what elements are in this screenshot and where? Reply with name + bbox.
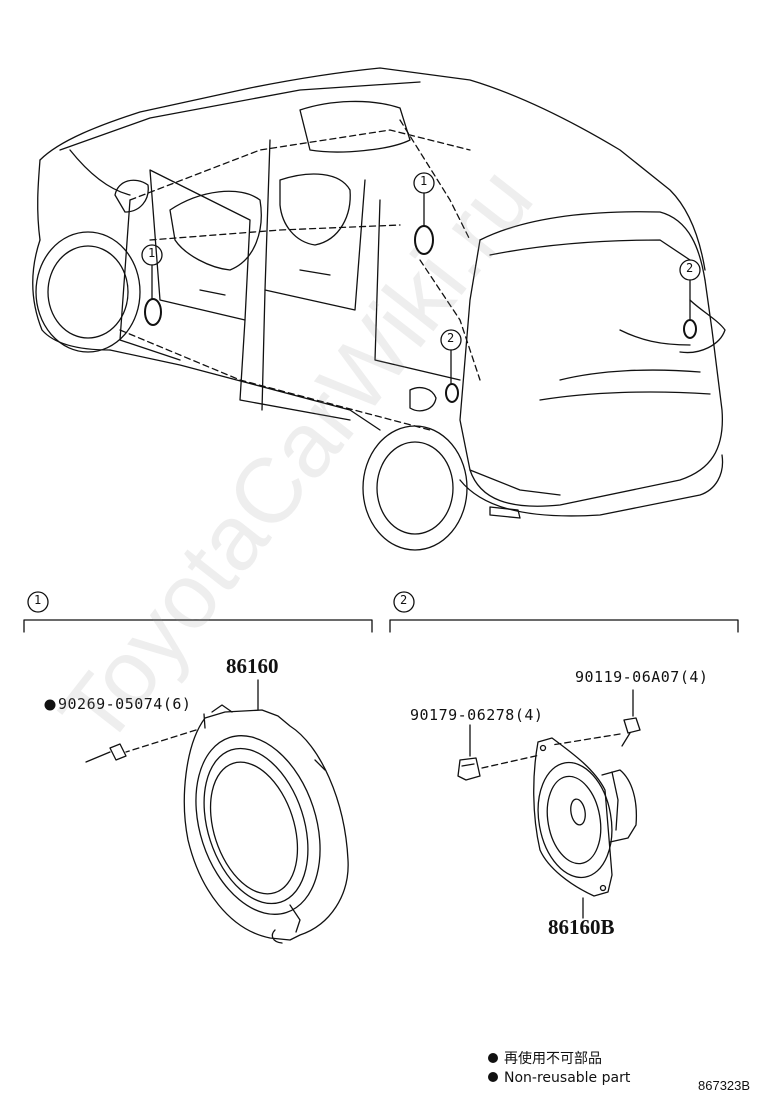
figure-id: 867323B [698,1078,751,1093]
non-reusable-marker-icon [44,699,56,711]
section-1-marker: 1 [34,593,42,607]
legend-japanese: 再使用不可部品 [488,1048,602,1068]
bullet-icon [488,1072,498,1082]
callout-number: 1 [148,246,156,260]
speaker-location-markers [144,225,697,403]
speaker-86160b-drawing [457,689,641,919]
part-number-nut: 90179-06278(4) [410,706,544,724]
callout-number: 1 [420,174,428,188]
vehicle-outline [32,67,726,551]
part-number-bolt: 90119-06A07(4) [575,668,709,686]
callout-circles [141,172,701,351]
section-2-marker: 2 [400,593,408,607]
section-brackets [23,591,739,633]
callout-number: 2 [447,331,455,345]
bullet-icon [488,1053,498,1063]
legend-english: Non-reusable part [488,1070,630,1086]
speaker-86160-drawing [85,679,349,944]
part-number-speaker-86160b: 86160B [548,915,615,939]
part-number-screw: 90269-05074(6) [58,695,192,713]
callout-leaders [151,192,691,385]
callout-number: 2 [686,261,694,275]
part-number-speaker-86160: 86160 [226,654,279,678]
